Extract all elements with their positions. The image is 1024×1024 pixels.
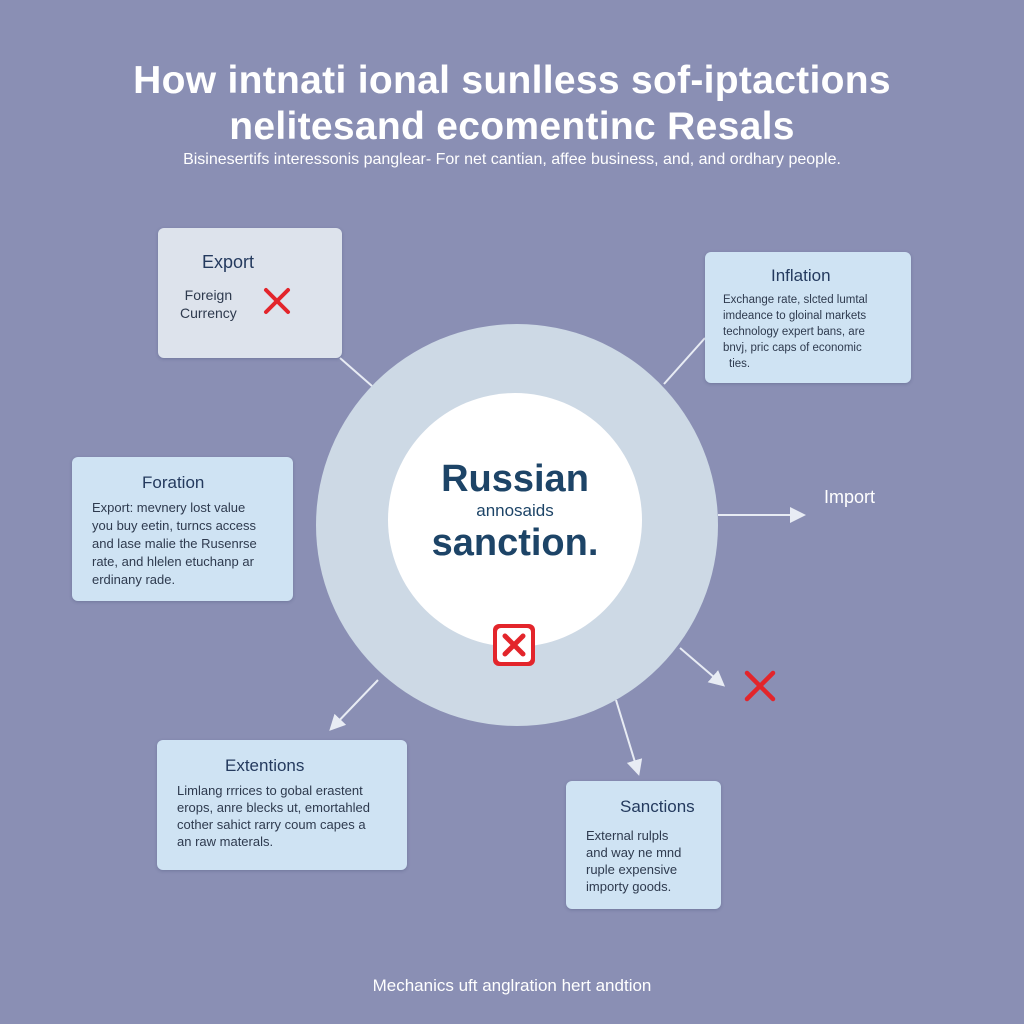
- card-extentions-body: Limlang rrrices to gobal erastent erops,…: [177, 783, 370, 849]
- connector-sanctions: [615, 699, 643, 776]
- title-line-1: How intnati ional sunlless sof-iptaction…: [133, 59, 891, 102]
- card-inflation-title: Inflation: [771, 266, 831, 285]
- card-sanctions-body: External rulpls and way ne mnd ruple exp…: [586, 828, 682, 894]
- card-extentions-title: Extentions: [225, 756, 305, 775]
- page-footer: Mechanics uft anglration hert andtion: [372, 976, 652, 995]
- card-sanctions: Sanctions External rulpls and way ne mnd…: [566, 781, 721, 909]
- card-inflation-body: Exchange rate, slcted lumtal imdeance to…: [723, 294, 868, 370]
- card-foration-body: Export: mevnery lost value you buy eetin…: [92, 500, 257, 587]
- connector-export: [339, 357, 373, 387]
- title-line-2: nelitesand ecomentinc Resals: [229, 105, 795, 148]
- connector-inflation: [663, 337, 706, 385]
- center-title-line-2: sanction.: [431, 522, 599, 564]
- center-title-line-1: Russian: [441, 458, 589, 500]
- page-subtitle: Bisinesertifs interessonis panglear- For…: [183, 151, 841, 168]
- x-icon: [264, 288, 290, 314]
- card-extentions: Extentions Limlang rrrices to gobal eras…: [157, 740, 407, 870]
- card-sanctions-title: Sanctions: [620, 797, 695, 816]
- center-node: Russian annosaids sanction.: [388, 393, 642, 647]
- connector-lower-right: [679, 647, 726, 687]
- center-x-icon: [493, 624, 535, 666]
- card-foration: Foration Export: mevnery lost value you …: [72, 457, 293, 601]
- card-inflation: Inflation Exchange rate, slcted lumtal i…: [705, 252, 911, 383]
- connector-extentions: [329, 679, 379, 731]
- x-icon-lower-right: [744, 670, 776, 702]
- card-export-title: Export: [202, 252, 255, 272]
- page-title: How intnati ional sunlless sof-iptaction…: [0, 58, 1024, 150]
- center-subtitle: annosaids: [476, 501, 554, 520]
- card-export-body: Foreign Currency: [180, 287, 237, 321]
- import-label: Import: [824, 487, 876, 507]
- card-export: Export Foreign Currency: [158, 228, 342, 358]
- card-foration-title: Foration: [142, 473, 205, 492]
